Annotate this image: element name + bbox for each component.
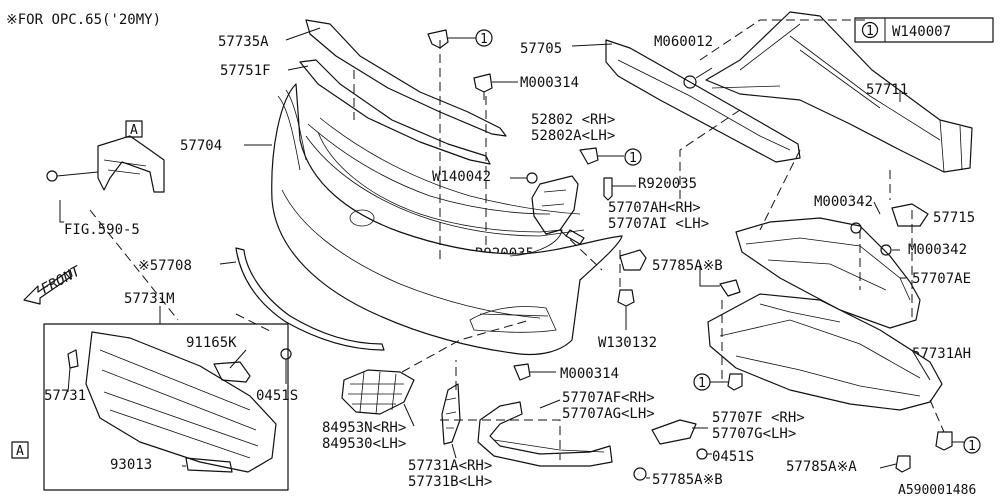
label-57707AI: 57707AI <LH> <box>608 216 709 232</box>
label-91165K: 91165K <box>186 335 237 351</box>
fog-grille-84953N <box>341 369 415 415</box>
label-57785AB-top: 57785A※B <box>652 258 723 274</box>
svg-text:1: 1 <box>629 151 637 166</box>
label-57707F: 57707F <RH> <box>712 410 805 426</box>
callout-A-top: A <box>125 120 143 138</box>
diagram-id: A590001486 <box>898 483 976 498</box>
lower-trim-57708 <box>235 247 385 351</box>
label-W140042: W140042 <box>432 169 491 185</box>
circle-marker-4: 1 <box>963 436 981 454</box>
label-FIG590-5: FIG.590-5 <box>64 222 140 238</box>
label-57707G: 57707G<LH> <box>712 426 796 442</box>
emblem-57731 <box>67 349 79 369</box>
circle-marker-3: 1 <box>693 373 711 391</box>
label-57731AH: 57731AH <box>912 346 971 362</box>
label-M000342-a: M000342 <box>814 194 873 210</box>
bracket-91165K <box>213 348 292 384</box>
label-57707AF: 57707AF<RH> <box>562 390 655 406</box>
front-label: FRONT <box>38 263 84 298</box>
clip-57785AB-top <box>699 266 741 297</box>
label-57715: 57715 <box>933 210 975 226</box>
label-57785AB-bot: 57785A※B <box>652 472 723 488</box>
bracket-57707AF <box>477 401 613 467</box>
label-84953N: 84953N<RH> <box>322 420 406 436</box>
bracket-57707AH <box>619 249 647 271</box>
impact-beam-57711 <box>705 11 973 173</box>
clip-57785AB-bot <box>633 467 650 481</box>
label-57704: 57704 <box>180 138 222 154</box>
label-57708: ※57708 <box>138 258 192 274</box>
label-W130132: W130132 <box>598 335 657 351</box>
label-57731M: 57731M <box>124 291 175 307</box>
bracket-57707F <box>651 419 697 445</box>
label-57751F: 57751F <box>220 63 271 79</box>
clip-W130132 <box>617 289 635 330</box>
bracket-57731A <box>441 383 461 445</box>
reinforcement-57705 <box>605 39 801 163</box>
label-57705: 57705 <box>520 41 562 57</box>
bracket-fig590 <box>97 135 165 193</box>
grille-57731 <box>85 331 277 473</box>
model-note: ※FOR OPC.65('20MY) <box>6 12 161 28</box>
svg-text:1: 1 <box>480 32 488 47</box>
circle-marker-1: 1 <box>475 29 493 47</box>
label-M000342-b: M000342 <box>908 242 967 258</box>
legend-code: W140007 <box>892 24 951 40</box>
upper-trim-57751F <box>299 59 491 165</box>
svg-text:A: A <box>130 123 138 138</box>
label-57731: 57731 <box>44 388 86 404</box>
label-93013: 93013 <box>110 457 152 473</box>
clip-W140042 <box>526 172 538 184</box>
bolt-icon <box>46 170 58 182</box>
clip-93013 <box>185 457 233 473</box>
undercover-57731AH <box>707 293 943 411</box>
legend-box <box>854 17 994 43</box>
label-57707AE: 57707AE <box>912 271 971 287</box>
label-849530: 849530<LH> <box>322 436 406 452</box>
label-57731A: 57731A<RH> <box>408 458 492 474</box>
label-M060012: M060012 <box>654 34 713 50</box>
clip-52802 <box>579 147 624 165</box>
label-57735A: 57735A <box>218 34 269 50</box>
front-direction-arrow: FRONT <box>23 263 84 305</box>
bolt-M060012 <box>683 67 713 89</box>
label-57731B: 57731B<LH> <box>408 474 492 490</box>
front-bumper-57704 <box>271 83 623 356</box>
undercover-57707AE <box>735 217 921 329</box>
clip-57785AA <box>895 431 964 473</box>
label-R920035-a: R920035 <box>638 176 697 192</box>
label-0451S-b: 0451S <box>712 449 754 465</box>
label-M000314-top: M000314 <box>520 75 579 91</box>
pin-R920035-b <box>565 229 585 245</box>
clip-top-1 <box>427 29 476 49</box>
svg-text:A: A <box>16 444 24 459</box>
upper-trim-57735A <box>305 19 507 137</box>
bracket-57715 <box>850 203 929 256</box>
label-52802: 52802 <RH> <box>531 112 615 128</box>
label-52802A: 52802A<LH> <box>531 128 615 144</box>
callout-A-bottom: A <box>11 441 29 459</box>
legend-circle-marker <box>861 21 879 39</box>
circle-marker-2: 1 <box>624 148 642 166</box>
svg-text:1: 1 <box>698 376 706 391</box>
label-0451S-a: 0451S <box>256 388 298 404</box>
legend-circle-number: 1 <box>866 24 874 39</box>
label-57785AA: 57785A※A <box>786 459 857 475</box>
clip-M000314-bot <box>513 363 556 381</box>
label-M000314-bot: M000314 <box>560 366 619 382</box>
label-57707AH: 57707AH<RH> <box>608 200 701 216</box>
screw-0451S <box>696 448 708 460</box>
pin-R920035 <box>603 177 636 201</box>
clip-M000314-top <box>473 73 518 100</box>
label-57711: 57711 <box>866 82 908 98</box>
clip-lower-1 <box>710 373 743 391</box>
label-57707AG: 57707AG<LH> <box>562 406 655 422</box>
grille-frame-box <box>43 323 289 491</box>
svg-text:1: 1 <box>968 439 976 454</box>
